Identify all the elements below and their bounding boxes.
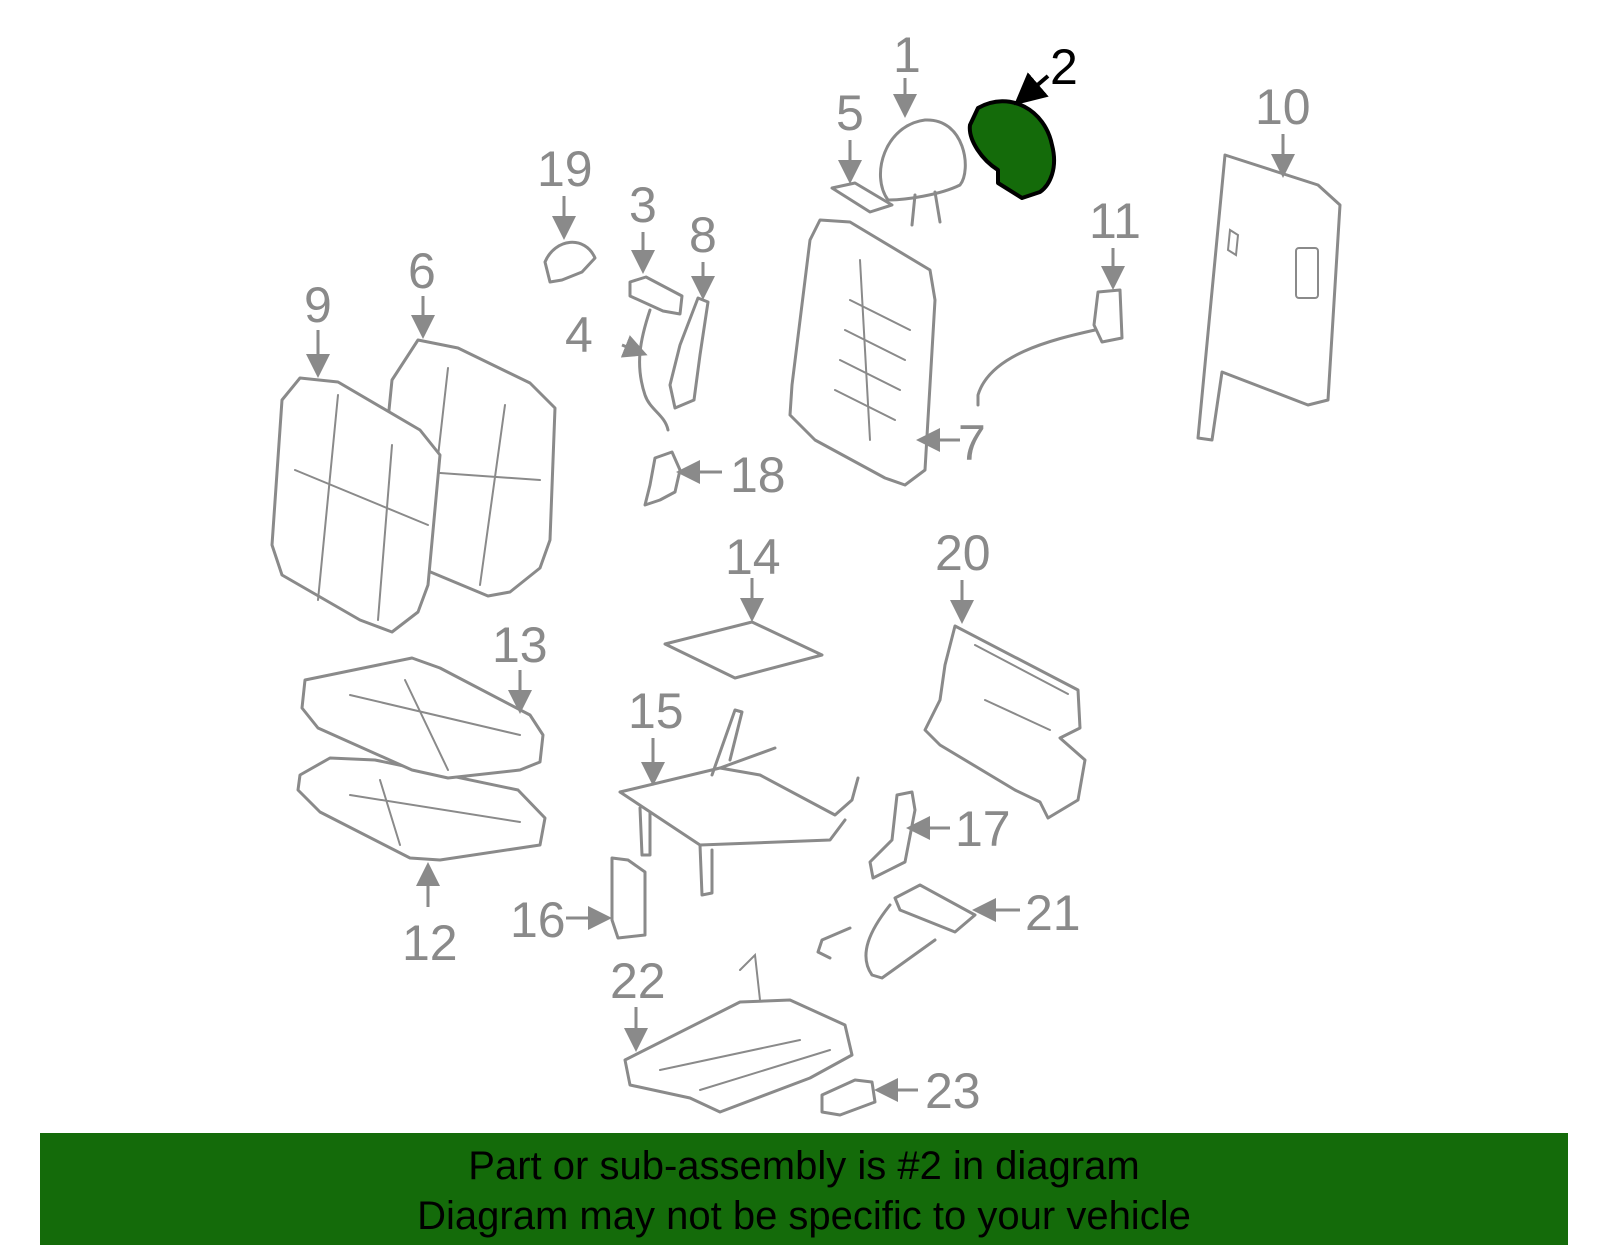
- callout-8: 8: [689, 207, 717, 263]
- callout-10: 10: [1255, 79, 1311, 135]
- part-8-bracket[interactable]: 8: [668, 207, 717, 410]
- callout-17: 17: [955, 801, 1011, 857]
- callout-18: 18: [730, 447, 786, 503]
- callout-20: 20: [935, 525, 991, 581]
- part-15-seat-frame[interactable]: 15: [618, 683, 860, 897]
- part-12-cushion-base[interactable]: 12: [296, 756, 547, 971]
- callout-15: 15: [628, 683, 684, 739]
- callout-14: 14: [725, 529, 781, 585]
- callout-2: 2: [1050, 39, 1078, 95]
- part-21-release-handle[interactable]: 21: [816, 883, 1081, 980]
- callout-11: 11: [1089, 193, 1141, 249]
- callout-4: 4: [565, 307, 593, 363]
- part-4-cable[interactable]: 4: [565, 307, 670, 432]
- callout-6: 6: [408, 243, 436, 299]
- part-20-rear-panel[interactable]: 20: [923, 525, 1087, 820]
- callout-16: 16: [510, 892, 566, 948]
- banner-part-line: Part or sub-assembly is #2 in diagram: [468, 1144, 1140, 1188]
- callout-13: 13: [492, 617, 548, 673]
- callout-21: 21: [1025, 885, 1081, 941]
- part-5-trim-piece[interactable]: 5: [830, 85, 894, 214]
- part-2-highlighted[interactable]: 2: [967, 39, 1078, 200]
- callout-12: 12: [402, 915, 458, 971]
- part-19-cap[interactable]: 19: [537, 141, 597, 284]
- callout-19: 19: [537, 141, 593, 197]
- part-10-back-panel[interactable]: 10: [1196, 79, 1342, 442]
- callout-3: 3: [629, 177, 657, 233]
- part-11-release-cable[interactable]: 11: [976, 193, 1141, 407]
- part-23-cover[interactable]: 23: [820, 1063, 981, 1119]
- part-16-bracket[interactable]: 16: [510, 856, 647, 948]
- part-18-bracket[interactable]: 18: [643, 447, 786, 507]
- part-17-cover[interactable]: 17: [868, 790, 1011, 880]
- part-7-seat-frame[interactable]: 7: [788, 218, 986, 487]
- part-9-seat-back[interactable]: 9: [270, 277, 442, 634]
- callout-22: 22: [610, 953, 666, 1009]
- info-banner: Part or sub-assembly is #2 in diagram Di…: [40, 1133, 1568, 1245]
- callout-1: 1: [893, 27, 921, 83]
- callout-9: 9: [304, 277, 332, 333]
- part-22-track-frame[interactable]: 22: [610, 952, 854, 1114]
- callout-7: 7: [958, 415, 986, 471]
- callout-5: 5: [836, 85, 864, 141]
- part-3-bracket[interactable]: 3: [628, 177, 684, 316]
- part-1-headrest[interactable]: 1: [879, 27, 967, 227]
- banner-disclaimer-line: Diagram may not be specific to your vehi…: [417, 1194, 1191, 1238]
- callout-23: 23: [925, 1063, 981, 1119]
- part-14-mat[interactable]: 14: [663, 529, 824, 680]
- part-13-cushion[interactable]: 13: [300, 617, 548, 780]
